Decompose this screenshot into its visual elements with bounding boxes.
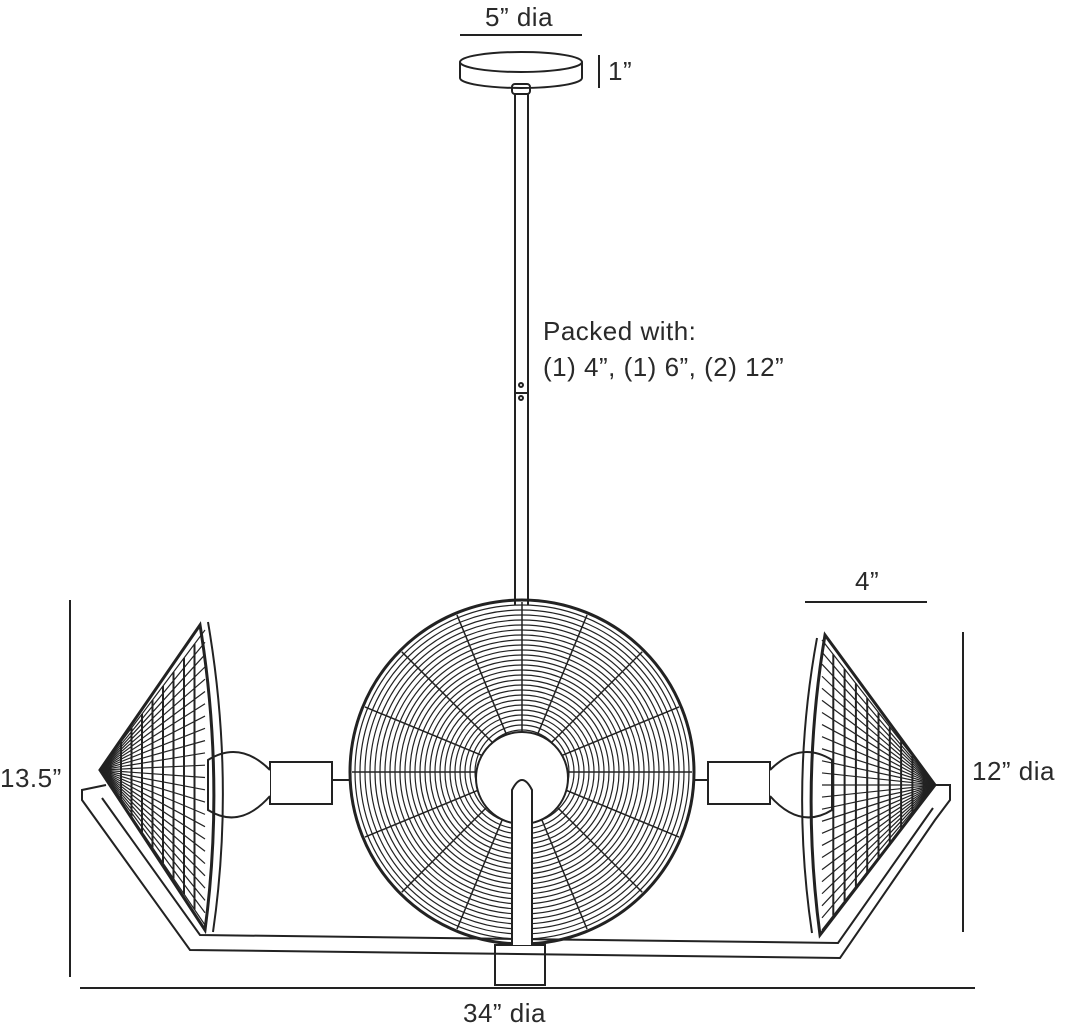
canopy [459,51,583,95]
packed-with-rods: (1) 4”, (1) 6”, (2) 12” [543,352,785,382]
overall-diameter-label: 34” dia [463,998,546,1028]
left-socket [207,751,350,819]
right-socket [694,751,833,819]
canopy-diameter-label: 5” dia [485,2,554,32]
right-wicker-shade [801,631,937,939]
canopy-height-label: 1” [608,56,633,86]
left-wicker-shade [98,621,224,935]
downrod [514,94,529,605]
shade-diameter-label: 12” dia [972,756,1055,786]
overall-height-label: 13.5” [0,763,62,793]
shade-depth-label: 4” [855,566,880,596]
packed-with-title: Packed with: [543,316,697,346]
center-arm [511,779,533,945]
